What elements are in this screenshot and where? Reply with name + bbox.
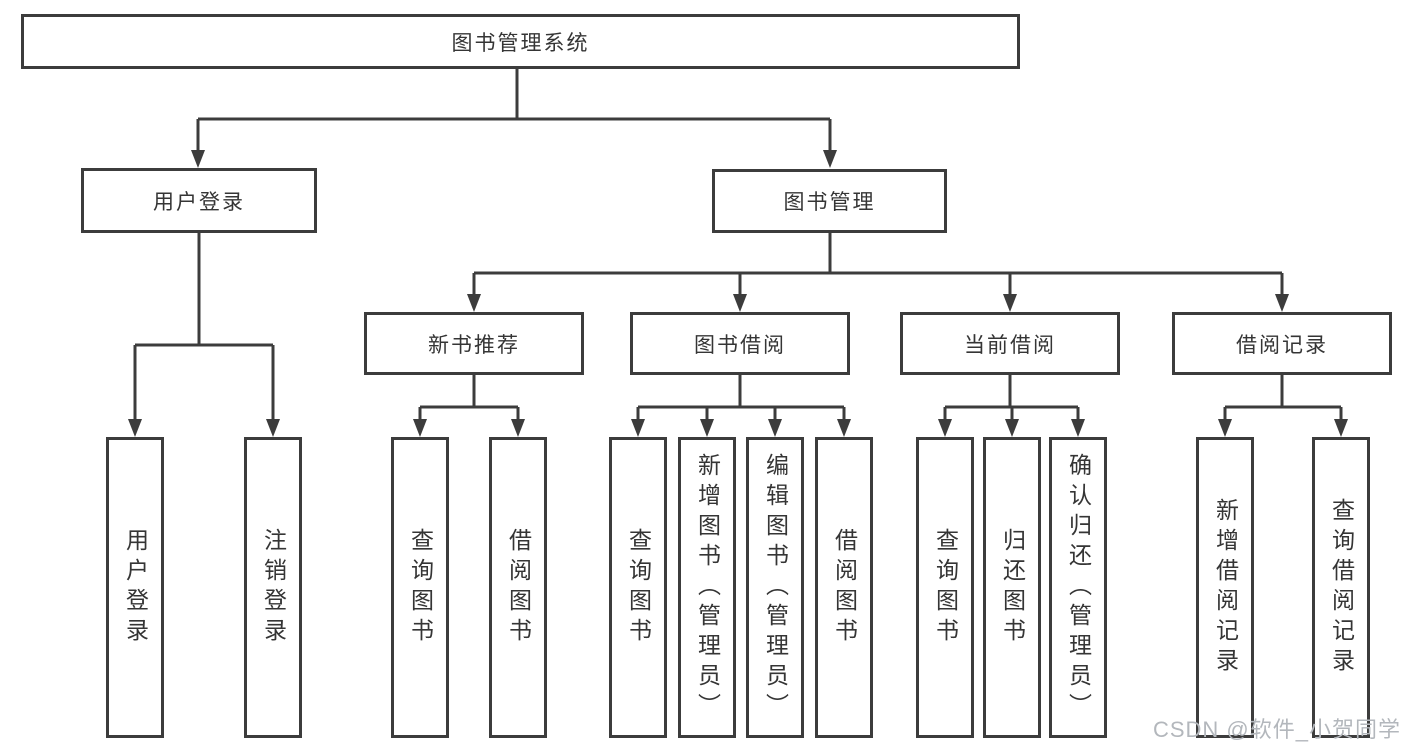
arrowhead	[191, 150, 205, 168]
arrowhead	[700, 419, 714, 437]
arrowhead	[413, 419, 427, 437]
connector-new-book-recommend-children	[413, 375, 525, 437]
arrowhead	[1334, 419, 1348, 437]
leaf-query-books: 查询图书	[391, 437, 449, 738]
leaf-add-borrow-record: 新增借阅记录	[1196, 437, 1254, 738]
connector-root-to-level2	[191, 69, 837, 168]
node-library-management-system: 图书管理系统	[21, 14, 1020, 69]
leaf-logout: 注销登录	[244, 437, 302, 738]
csdn-watermark: CSDN @软件_小贺同学	[1152, 717, 1401, 742]
node-user-login: 用户登录	[81, 168, 317, 233]
leaf-borrow-books: 借阅图书	[815, 437, 873, 738]
arrowhead	[467, 294, 481, 312]
leaf-edit-books-admin: 编辑图书（管理员）	[746, 437, 804, 738]
leaf-query-books: 查询图书	[916, 437, 974, 738]
arrowhead	[938, 419, 952, 437]
arrowhead	[823, 150, 837, 168]
arrowhead	[1071, 419, 1085, 437]
connector-current-borrow-children	[938, 375, 1085, 437]
connector-user-login-children	[128, 233, 280, 437]
leaf-user-login: 用户登录	[106, 437, 164, 738]
arrowhead	[1003, 294, 1017, 312]
node-book-management: 图书管理	[712, 169, 947, 233]
arrowhead	[1275, 294, 1289, 312]
leaf-confirm-return-admin: 确认归还（管理员）	[1049, 437, 1107, 738]
connector-borrow-record-children	[1218, 375, 1348, 437]
arrowhead	[768, 419, 782, 437]
leaf-add-books-admin: 新增图书（管理员）	[678, 437, 736, 738]
connector-book-borrow-children	[631, 375, 851, 437]
arrowhead	[511, 419, 525, 437]
arrowhead	[266, 419, 280, 437]
leaf-query-books: 查询图书	[609, 437, 667, 738]
node-book-borrow: 图书借阅	[630, 312, 850, 375]
arrowhead	[631, 419, 645, 437]
arrowhead	[1218, 419, 1232, 437]
arrowhead	[837, 419, 851, 437]
leaf-return-books: 归还图书	[983, 437, 1041, 738]
node-new-book-recommend: 新书推荐	[364, 312, 584, 375]
connector-book-management-children	[467, 233, 1289, 312]
arrowhead	[733, 294, 747, 312]
leaf-query-borrow-record: 查询借阅记录	[1312, 437, 1370, 738]
leaf-borrow-books: 借阅图书	[489, 437, 547, 738]
node-borrow-record: 借阅记录	[1172, 312, 1392, 375]
node-current-borrow: 当前借阅	[900, 312, 1120, 375]
arrowhead	[128, 419, 142, 437]
arrowhead	[1005, 419, 1019, 437]
